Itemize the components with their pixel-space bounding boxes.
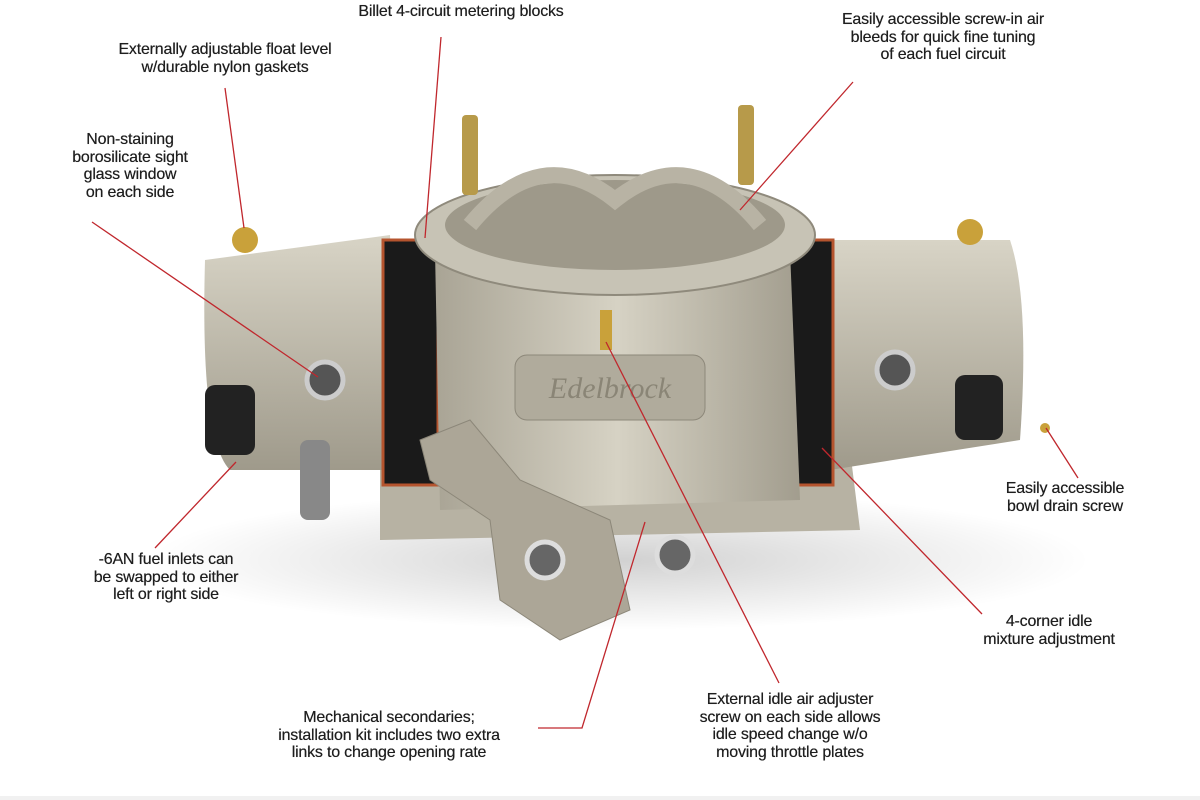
callout-sight-glass: Non-staining borosilicate sight glass wi… (72, 131, 188, 201)
callout-text: Easily accessible screw-in air (841, 11, 1045, 28)
callout-text: w/durable nylon gaskets (141, 58, 309, 76)
throttle-linkage (419, 419, 631, 641)
callout-text: Billet 4-circuit metering blocks (358, 3, 564, 20)
callout-text: idle speed change w/o (712, 726, 868, 743)
leader-line-idle-air (605, 341, 780, 684)
right-fuel-inlet (955, 375, 1003, 440)
callout-idle-air: External idle air adjuster screw on each… (700, 691, 881, 761)
right-float-adjuster (957, 219, 983, 245)
callout-air-bleeds: Easily accessible screw-in air bleeds fo… (842, 11, 1044, 64)
callout-metering-blocks: Billet 4-circuit metering blocks (358, 3, 563, 21)
callout-text: installation kit includes two extra (278, 726, 500, 744)
callout-text: moving throttle plates (716, 743, 864, 761)
leader-line-fuel-inlets (154, 461, 237, 549)
leader-line-float-level (224, 87, 245, 229)
vacuum-port-left (524, 539, 566, 581)
callout-text: glass window (83, 166, 177, 183)
air-horn-opening (445, 180, 785, 270)
venturi-divider (463, 167, 767, 231)
callout-text: 4-corner idle (1005, 613, 1093, 630)
callout-text: of each fuel circuit (880, 46, 1006, 63)
callout-text: on each side (85, 183, 175, 201)
callout-text: Easily accessible (1005, 480, 1125, 497)
callout-text: -6AN fuel inlets can (98, 551, 234, 568)
logo-plate (514, 354, 706, 421)
leader-line-sight-glass (91, 221, 319, 378)
callout-float-level: Externally adjustable float level w/dura… (118, 41, 331, 76)
callout-text: bleeds for quick fine tuning (850, 28, 1036, 46)
callout-text: bowl drain screw (1007, 497, 1123, 515)
secondary-spring (300, 440, 330, 520)
leader-line-air-bleeds (739, 81, 854, 211)
callout-secondaries: Mechanical secondaries; installation kit… (278, 709, 500, 762)
bottom-border (0, 796, 1200, 800)
idle-air-screw (600, 310, 612, 350)
leader-line-metering-blocks (424, 36, 442, 239)
leader-line-bowl-drain (1045, 427, 1079, 479)
callout-idle-mixture: 4-corner idle mixture adjustment (983, 613, 1115, 648)
callout-text: screw on each side allows (699, 708, 881, 726)
leader-line-secondaries (538, 521, 646, 729)
left-stud (462, 115, 478, 195)
left-float-adjuster (232, 227, 258, 253)
logo-text: Edelbrock (548, 372, 672, 405)
callout-bowl-drain: Easily accessible bowl drain screw (1005, 480, 1125, 515)
left-fuel-inlet (205, 385, 255, 455)
callout-text: be swapped to either (93, 568, 239, 586)
right-stud (738, 105, 754, 185)
callout-text: left or right side (113, 586, 219, 603)
leader-line-idle-mixture (821, 447, 983, 615)
callout-text: Non-staining (86, 131, 174, 148)
callout-text: mixture adjustment (983, 630, 1115, 648)
callout-text: links to change opening rate (291, 744, 487, 761)
callout-text: Externally adjustable float level (118, 41, 332, 58)
callout-text: borosilicate sight (72, 148, 188, 166)
callout-text: External idle air adjuster (706, 691, 874, 708)
callout-text: Mechanical secondaries; (303, 709, 475, 726)
left-sight-glass (304, 359, 346, 401)
right-sight-glass (874, 349, 916, 391)
vacuum-port-right (654, 534, 696, 576)
callout-fuel-inlets: -6AN fuel inlets can be swapped to eithe… (94, 551, 239, 604)
